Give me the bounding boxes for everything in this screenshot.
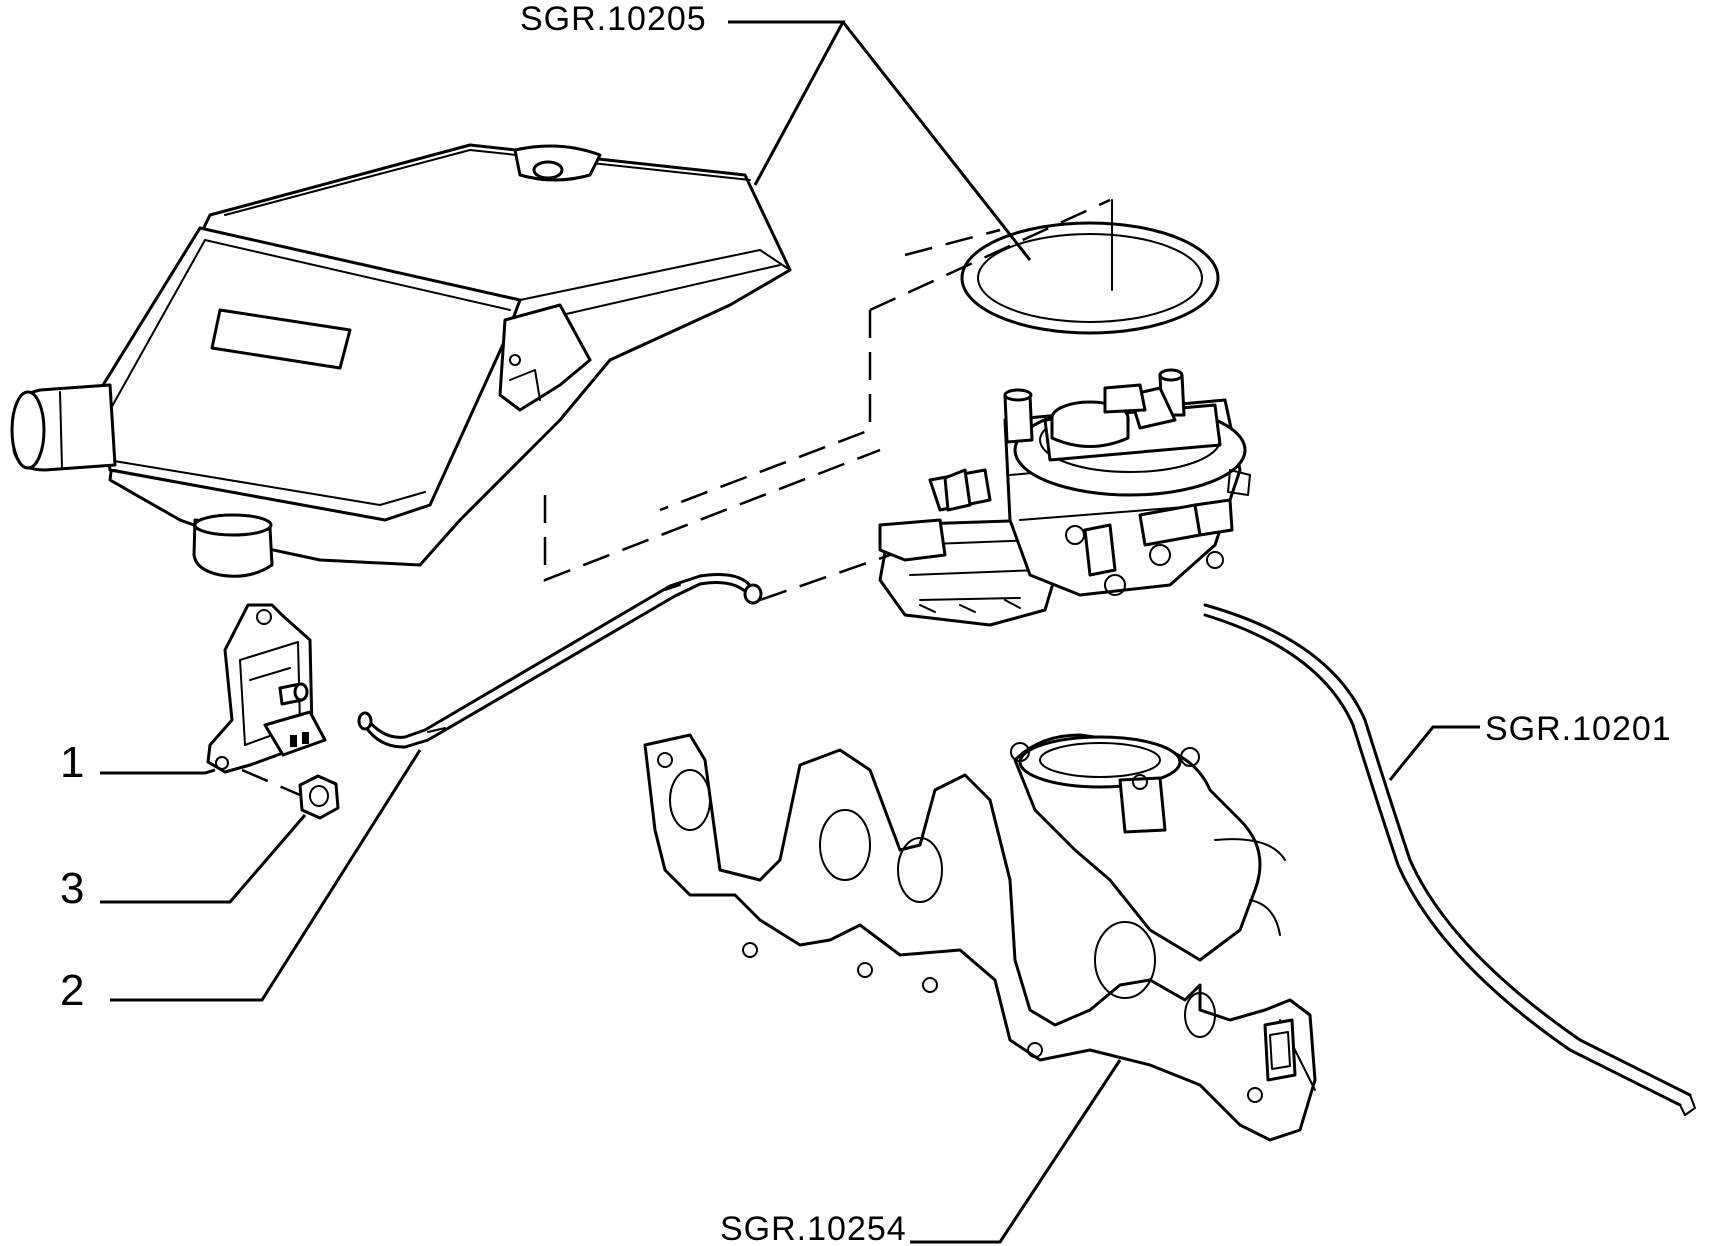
nut: [298, 774, 340, 820]
ref-throttle-hose: SGR.10201: [1485, 710, 1672, 748]
ref-intake-manifold: SGR.10254: [720, 1210, 907, 1246]
ref-air-filter: SGR.10205: [520, 0, 707, 38]
air-filter-housing: [10, 143, 792, 578]
filter-ring-seal: [960, 199, 1220, 335]
vacuum-hose: [357, 573, 763, 749]
callout-3: 3: [60, 864, 84, 913]
map-sensor: [206, 603, 327, 774]
intake-manifold: [643, 733, 1317, 1142]
callout-1: 1: [60, 738, 84, 787]
assembly-lines: [241, 198, 1111, 797]
long-hose: [1203, 603, 1696, 1116]
callout-2: 2: [60, 966, 84, 1015]
leader-lines: [100, 20, 1480, 1244]
throttle-body: [878, 368, 1251, 627]
